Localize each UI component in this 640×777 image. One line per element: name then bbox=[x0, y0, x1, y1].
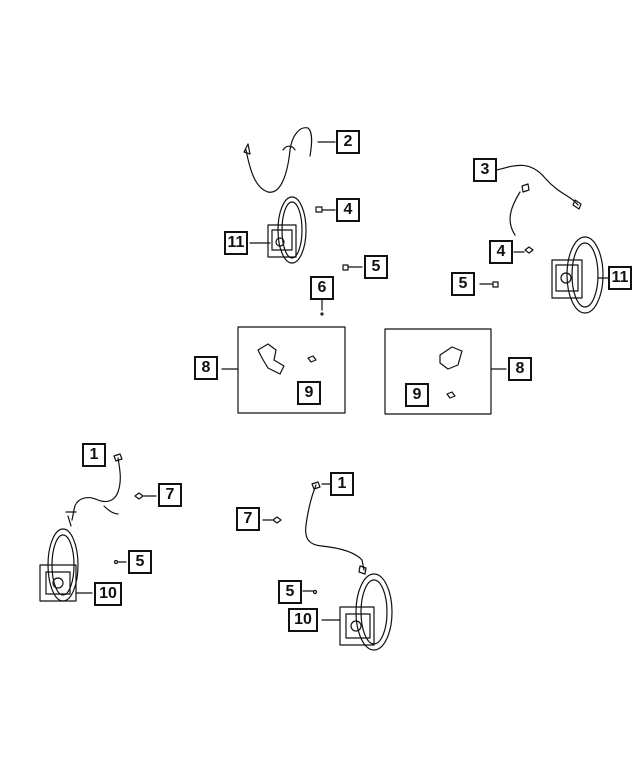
brake-assembly-lower-left bbox=[39, 528, 93, 602]
callout-6: 6 bbox=[310, 276, 334, 300]
callout-8: 8 bbox=[508, 357, 532, 381]
bolt-5-right bbox=[479, 281, 499, 288]
callout-11: 11 bbox=[608, 266, 632, 290]
callout-11-label: 11 bbox=[611, 269, 629, 286]
callout-9-label: 9 bbox=[412, 386, 422, 403]
callout-4-label: 4 bbox=[343, 201, 353, 218]
callout-10: 10 bbox=[94, 582, 122, 606]
bolt-4-right bbox=[513, 246, 534, 254]
callout-9: 9 bbox=[405, 383, 429, 407]
bolt-5-top bbox=[342, 264, 363, 271]
callout-10: 10 bbox=[288, 608, 318, 632]
callout-5: 5 bbox=[278, 580, 302, 604]
callout-1: 1 bbox=[330, 472, 354, 496]
callout-4: 4 bbox=[489, 240, 513, 264]
callout-8: 8 bbox=[194, 356, 218, 380]
callout-5-label: 5 bbox=[135, 553, 145, 570]
leader-6 bbox=[320, 299, 324, 316]
callout-11: 11 bbox=[224, 231, 248, 255]
brake-assembly-top-right bbox=[551, 236, 611, 314]
callout-2: 2 bbox=[336, 130, 360, 154]
clip-7-center bbox=[262, 516, 282, 524]
callout-8-label: 8 bbox=[201, 359, 211, 376]
callout-7: 7 bbox=[236, 507, 260, 531]
callout-4: 4 bbox=[336, 198, 360, 222]
callout-7: 7 bbox=[158, 483, 182, 507]
wheel-speed-sensor-top-center bbox=[243, 127, 336, 193]
callout-4-label: 4 bbox=[496, 243, 506, 260]
callout-11-label: 11 bbox=[227, 234, 245, 251]
callout-2-label: 2 bbox=[343, 133, 353, 150]
callout-9: 9 bbox=[297, 381, 321, 405]
bracket-box-left bbox=[221, 326, 346, 414]
callout-5: 5 bbox=[128, 550, 152, 574]
callout-7-label: 7 bbox=[165, 486, 175, 503]
callout-5-label: 5 bbox=[371, 258, 381, 275]
wheel-speed-sensor-lower-left bbox=[65, 453, 123, 527]
bolt-5-lower-center bbox=[302, 589, 318, 595]
brake-assembly-lower-center bbox=[321, 573, 393, 651]
callout-10-label: 10 bbox=[294, 611, 312, 628]
bracket-box-right bbox=[384, 328, 507, 415]
brake-assembly-top-center bbox=[249, 196, 307, 264]
callout-3: 3 bbox=[473, 158, 497, 182]
callout-1-label: 1 bbox=[337, 475, 347, 492]
wheel-speed-sensor-top-right bbox=[496, 164, 582, 236]
callout-5: 5 bbox=[451, 272, 475, 296]
callout-10-label: 10 bbox=[99, 585, 117, 602]
callout-7-label: 7 bbox=[243, 510, 253, 527]
callout-9-label: 9 bbox=[304, 384, 314, 401]
bolt-5-lower-left bbox=[113, 559, 127, 565]
callout-5-label: 5 bbox=[285, 583, 295, 600]
callout-6-label: 6 bbox=[317, 279, 327, 296]
callout-5-label: 5 bbox=[458, 275, 468, 292]
clip-7-left bbox=[134, 492, 157, 500]
callout-1: 1 bbox=[82, 443, 106, 467]
callout-8-label: 8 bbox=[515, 360, 525, 377]
bolt-top-center bbox=[315, 206, 336, 213]
callout-3-label: 3 bbox=[480, 161, 490, 178]
callout-1-label: 1 bbox=[89, 446, 99, 463]
callout-5: 5 bbox=[364, 255, 388, 279]
